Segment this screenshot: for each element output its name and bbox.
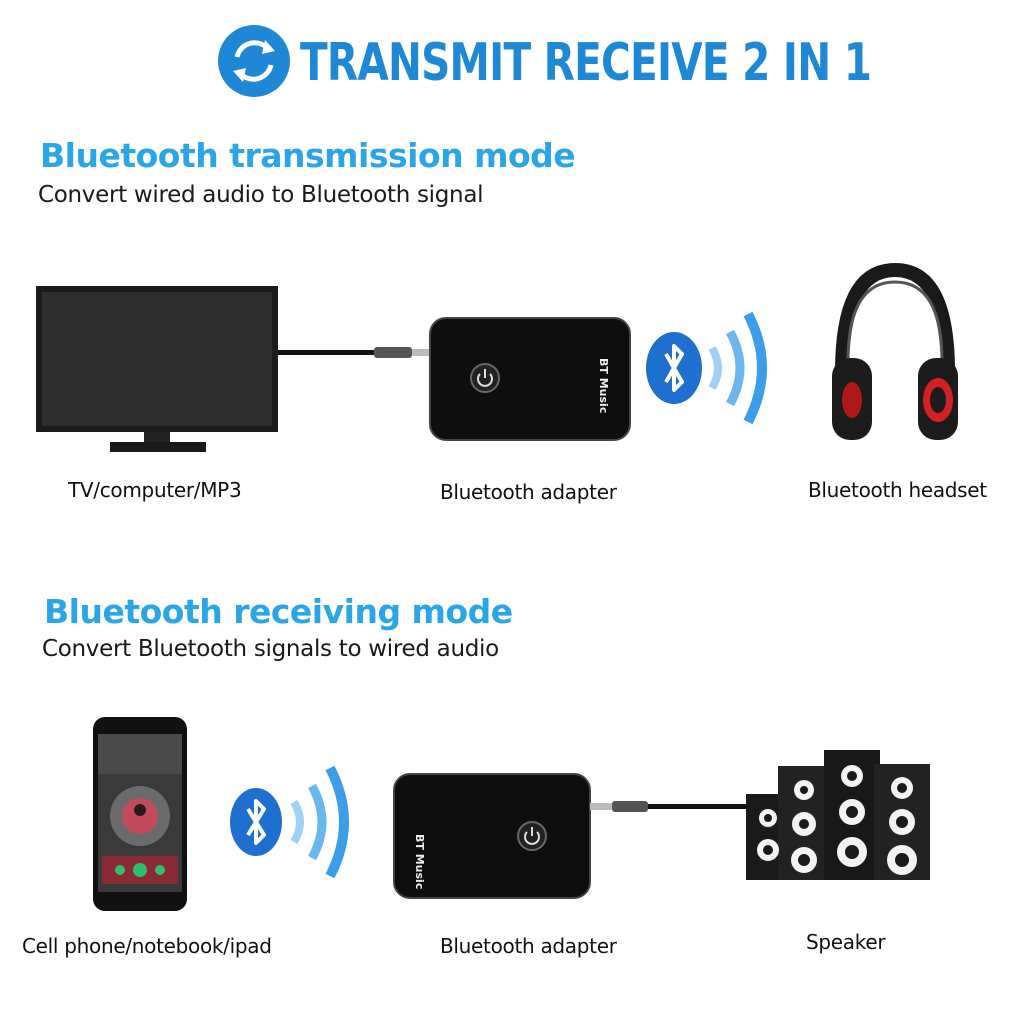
- page-title: TRANSMIT RECEIVE 2 IN 1: [300, 33, 872, 93]
- headphones-icon: [828, 262, 962, 448]
- bluetooth-signal-icon: [640, 298, 780, 428]
- receiving-mode-title: Bluetooth receiving mode: [44, 592, 513, 631]
- headset-caption: Bluetooth headset: [808, 478, 987, 502]
- receiving-mode-subtitle: Convert Bluetooth signals to wired audio: [42, 636, 499, 662]
- svg-text:BT Music: BT Music: [597, 358, 610, 413]
- phone-caption: Cell phone/notebook/ipad: [22, 934, 272, 958]
- adapter-caption: Bluetooth adapter: [440, 934, 617, 958]
- bluetooth-signal-icon: [228, 752, 368, 882]
- bluetooth-adapter-icon: BT Music: [392, 772, 594, 902]
- bluetooth-adapter-icon: BT Music: [428, 316, 634, 444]
- transmission-mode-subtitle: Convert wired audio to Bluetooth signal: [38, 182, 484, 208]
- tv-caption: TV/computer/MP3: [68, 478, 242, 502]
- svg-text:BT Music: BT Music: [413, 834, 426, 889]
- smartphone-icon: [92, 716, 190, 914]
- sync-arrows-icon: [217, 24, 291, 98]
- transmission-mode-title: Bluetooth transmission mode: [40, 136, 576, 175]
- speaker-caption: Speaker: [806, 930, 886, 954]
- adapter-caption: Bluetooth adapter: [440, 480, 617, 504]
- audio-cable: [278, 346, 438, 360]
- audio-cable: [590, 800, 748, 814]
- tv-monitor-icon: [36, 286, 280, 458]
- speaker-icon: [742, 746, 942, 886]
